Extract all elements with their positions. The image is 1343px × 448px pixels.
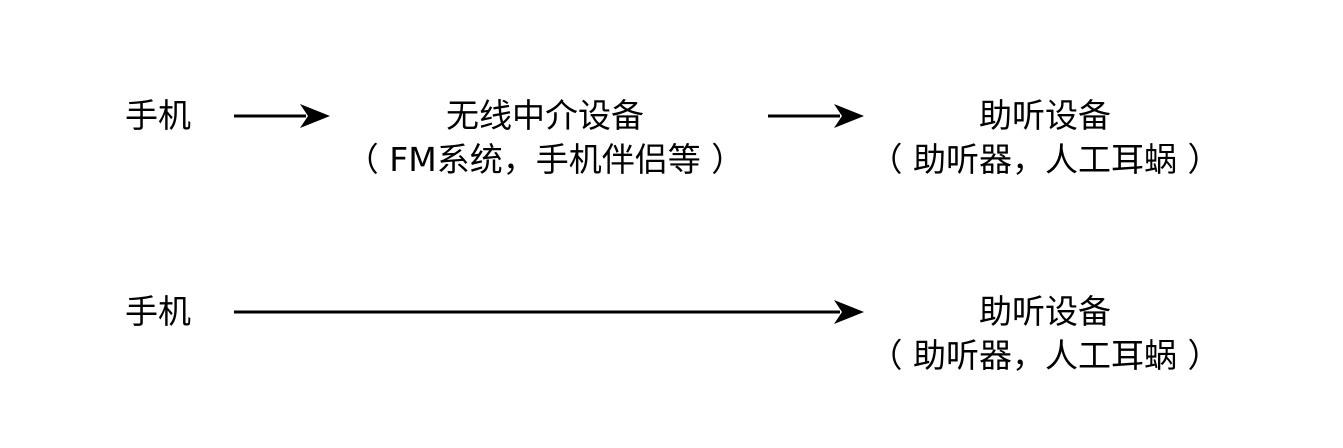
phone-label: 手机 <box>125 292 191 331</box>
phone-node-row1: 手机 <box>98 94 218 138</box>
arrow-phone-to-hearing-device-direct <box>234 300 864 324</box>
arrow-phone-to-intermediary <box>234 104 330 128</box>
intermediary-examples: （ FM系统，手机伴侣等 ） <box>345 140 745 179</box>
intermediary-title: 无线中介设备 <box>446 96 644 135</box>
hearing-device-examples: （ 助听器，人工耳蜗 ） <box>869 336 1221 375</box>
phone-node-row2: 手机 <box>98 290 218 334</box>
hearing-device-node-row1: 助听设备 （ 助听器，人工耳蜗 ） <box>860 94 1230 182</box>
phone-label: 手机 <box>125 96 191 135</box>
hearing-device-title: 助听设备 <box>979 96 1111 135</box>
hearing-device-title: 助听设备 <box>979 292 1111 331</box>
wireless-intermediary-node: 无线中介设备 （ FM系统，手机伴侣等 ） <box>330 94 760 182</box>
hearing-device-node-row2: 助听设备 （ 助听器，人工耳蜗 ） <box>860 290 1230 378</box>
hearing-device-examples: （ 助听器，人工耳蜗 ） <box>869 140 1221 179</box>
arrow-intermediary-to-hearing-device <box>768 104 864 128</box>
